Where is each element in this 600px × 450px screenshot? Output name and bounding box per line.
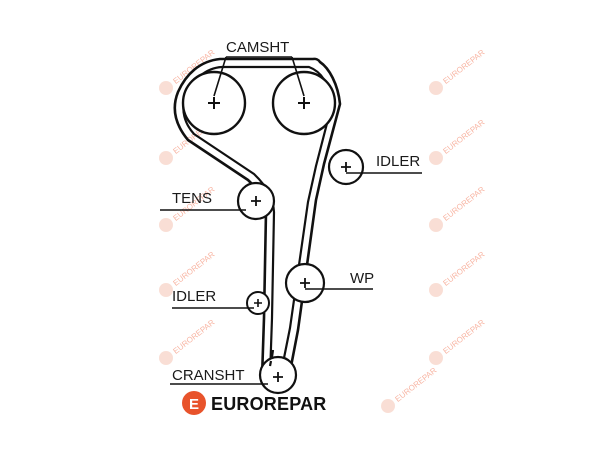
camshaft-pulley-left	[181, 70, 247, 136]
brand-watermark: EUROREPAR	[381, 366, 439, 413]
brand-watermark-text: EUROREPAR	[393, 366, 438, 404]
crankshaft-label: CRANSHT	[172, 367, 245, 384]
camshaft-label: CAMSHT	[226, 39, 289, 56]
water-pump-label: WP	[350, 270, 374, 287]
brand-watermark: EUROREPAR	[159, 318, 217, 365]
idler-pulley-bottom	[246, 291, 270, 315]
crankshaft-center-icon	[273, 372, 283, 382]
brand-watermark-icon	[159, 351, 173, 365]
leader-lines	[160, 56, 422, 385]
brand-watermark-text: EUROREPAR	[441, 118, 486, 156]
brand-watermark-icon	[429, 81, 443, 95]
brand-watermark: EUROREPAR	[429, 185, 487, 232]
brand-watermark: EUROREPAR	[429, 48, 487, 95]
brand-watermark-icon	[159, 81, 173, 95]
brand-watermark: EUROREPAR	[429, 318, 487, 365]
timing-belt-outer	[173, 57, 342, 392]
brand-watermark-icon	[429, 151, 443, 165]
brand-watermark-text: EUROREPAR	[441, 250, 486, 288]
brand-watermark-text: EUROREPAR	[441, 48, 486, 86]
brand-watermark-icon	[159, 218, 173, 232]
eurorepar-logo-icon	[182, 391, 206, 415]
camshaft-leader	[213, 56, 305, 97]
idler-top-label: IDLER	[376, 153, 420, 170]
crankshaft-timing-mark	[268, 349, 275, 367]
eurorepar-logo: E EUROREPAR	[182, 391, 326, 415]
crankshaft-pulley	[258, 349, 298, 395]
idler-bottom-center-icon	[254, 299, 262, 307]
brand-watermark-text: EUROREPAR	[171, 250, 216, 288]
brand-watermark-icon	[381, 399, 395, 413]
tensioner-center-icon	[251, 196, 261, 206]
brand-name: EUROREPAR	[211, 394, 326, 414]
brand-watermark-text: EUROREPAR	[441, 185, 486, 223]
camshaft-left-center-icon	[208, 97, 220, 109]
camshaft-pulley-right	[271, 70, 337, 136]
logo-letter: E	[189, 396, 199, 413]
brand-watermark: EUROREPAR	[429, 118, 487, 165]
tensioner-pulley	[236, 181, 276, 221]
brand-watermark-text: EUROREPAR	[441, 318, 486, 356]
idler-bottom-label: IDLER	[172, 288, 216, 305]
brand-watermark-icon	[429, 351, 443, 365]
water-pump-center-icon	[300, 278, 310, 288]
brand-watermark-icon	[159, 283, 173, 297]
brand-watermark-icon	[429, 283, 443, 297]
idler-top-center-icon	[341, 162, 351, 172]
idler-pulley-top	[327, 148, 365, 186]
water-pump-pulley	[284, 262, 326, 304]
brand-watermark-icon	[159, 151, 173, 165]
camshaft-right-center-icon	[298, 97, 310, 109]
tensioner-label: TENS	[172, 190, 212, 207]
brand-watermark: EUROREPAR	[429, 250, 487, 297]
brand-watermark-icon	[429, 218, 443, 232]
brand-watermark-text: EUROREPAR	[171, 318, 216, 356]
